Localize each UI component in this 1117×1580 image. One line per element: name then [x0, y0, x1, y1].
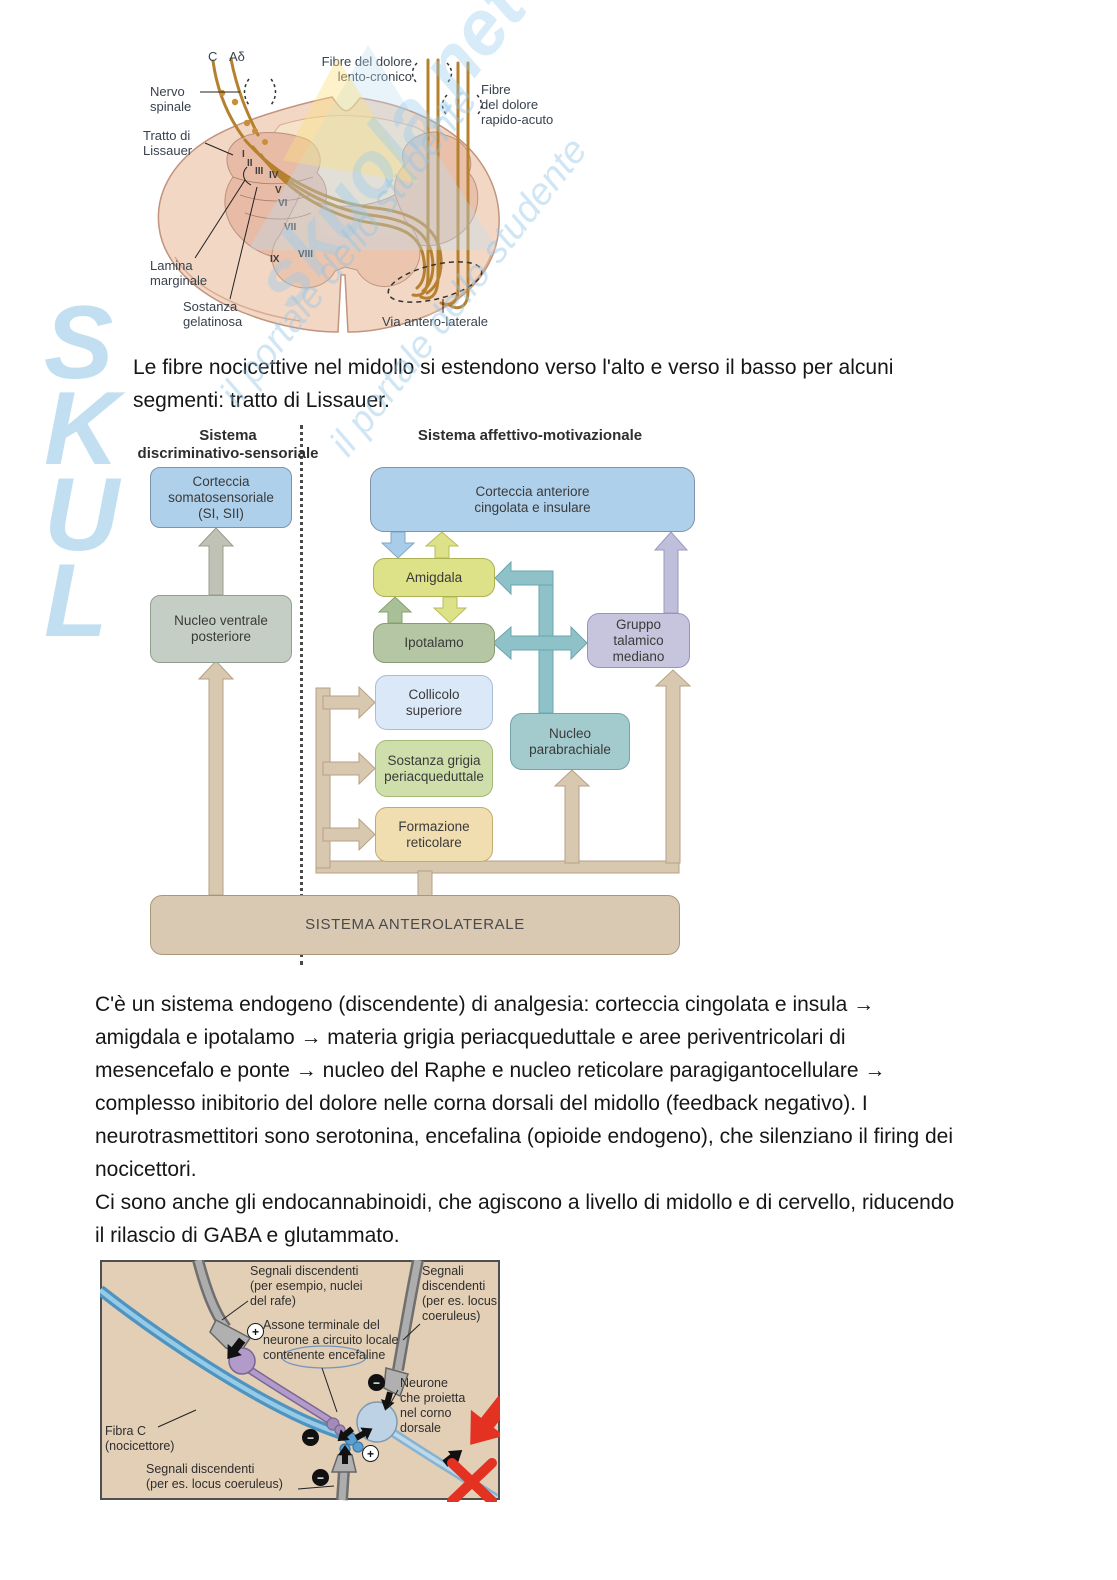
anterolateral-arrows	[197, 660, 692, 898]
box-medial-thalamic-group: Gruppo talamico mediano	[587, 613, 690, 668]
thalamic-group-to-cortex-arrow	[653, 531, 689, 614]
tratto-lissauer-label: Tratto di Lissauer	[143, 128, 193, 158]
plus-icon: +	[362, 1445, 379, 1462]
fiber-adelta-label: Aδ	[229, 49, 245, 64]
box-amygdala: Amigdala	[373, 558, 495, 597]
header-affective-system: Sistema affettivo-motivazionale	[417, 427, 643, 444]
parabrachial-arrows	[492, 560, 588, 714]
enkephalin-interneuron	[228, 1347, 346, 1436]
sostanza-gelatinosa-label: Sostanza gelatinosa	[183, 299, 243, 329]
via-anterolaterale-label: Via antero-laterale	[382, 314, 488, 329]
blocked-signal-x-icon	[447, 1458, 497, 1506]
svg-text:V: V	[275, 185, 282, 196]
spinal-cord-drawing: I II III IV V VI VII VIII IX	[157, 57, 500, 333]
rafe-signals-label: Segnali discendenti (per esempio, nuclei…	[250, 1264, 363, 1308]
anterolateral-dashed-ellipse	[387, 261, 483, 303]
enkephalin-ellipse	[281, 1345, 367, 1369]
header-discriminative-system: Sistema discriminativo-sensoriale	[137, 427, 319, 462]
svg-text:VII: VII	[284, 222, 296, 233]
plus-icon: +	[247, 1323, 264, 1340]
cord-rim	[174, 254, 492, 322]
thalamus-to-cortex-arrow	[197, 527, 235, 596]
fibre-lento-label: Fibre del dolore lento-cronico	[321, 54, 412, 84]
box-ventral-posterior-nucleus: Nucleo ventrale posteriore	[150, 595, 292, 663]
minus-icon: −	[302, 1429, 319, 1446]
locus-bottom-label: Segnali discendenti (per es. locus coeru…	[146, 1462, 283, 1491]
lamina-marginale-label: Lamina marginale	[150, 258, 208, 288]
box-periaqueductal-gray: Sostanza grigia periacqueduttale	[375, 740, 493, 797]
projection-neuron-label: Neurone che proietta nel corno dorsale	[400, 1376, 466, 1435]
pain-pathways-flowchart: Sistema discriminativo-sensoriale Sistem…	[130, 425, 715, 970]
box-somatosensory-cortex: Corteccia somatosensoriale (SI, SII)	[150, 467, 292, 528]
leader-lines	[194, 91, 444, 313]
svg-text:VIII: VIII	[298, 249, 313, 260]
box-parabrachial-nucleus: Nucleo parabrachiale	[510, 713, 630, 770]
cortex-to-amygdala-arrow	[380, 531, 416, 559]
svg-text:I: I	[242, 149, 245, 160]
bar-anterolateral-system: SISTEMA ANTEROLATERALE	[150, 895, 680, 955]
fiber-varicosities	[218, 89, 268, 145]
figure-leader-lines	[157, 1300, 421, 1490]
body-text-line: nocicettori.	[95, 1158, 197, 1181]
minus-icon: −	[368, 1374, 385, 1391]
svg-text:III: III	[255, 166, 264, 177]
svg-text:IV: IV	[269, 170, 279, 181]
descending-signals-drawing	[96, 1258, 512, 1506]
local-circuit-axon-label: Assone terminale del neurone a circuito …	[263, 1318, 399, 1362]
spinal-cord-figure: I II III IV V VI VII VIII IX C Aδ Nervo …	[95, 45, 553, 337]
body-text-line: segmenti: tratto di Lissauer.	[133, 389, 390, 412]
svg-text:IX: IX	[270, 254, 280, 265]
fibre-rapido-label: Fibre del dolore rapido-acuto	[481, 82, 554, 127]
descending-signals-figure: Segnali discendenti (per esempio, nuclei…	[96, 1258, 512, 1506]
body-text-line: il rilascio di GABA e glutammato.	[95, 1224, 400, 1247]
nervo-spinale-label: Nervo spinale	[150, 84, 192, 114]
body-text-line: C'è un sistema endogeno (discendente) di…	[95, 993, 875, 1016]
body-text-line: complesso inibitorio del dolore nelle co…	[95, 1092, 868, 1115]
box-reticular-formation: Formazione reticolare	[375, 807, 493, 862]
svg-text:VI: VI	[278, 198, 288, 209]
minus-icon: −	[312, 1469, 329, 1486]
locus-coeruleus-fiber	[383, 1258, 424, 1398]
body-text-line: mesencefalo e ponte → nucleo del Raphe e…	[95, 1059, 886, 1082]
box-hypothalamus: Ipotalamo	[373, 623, 495, 663]
amygdala-to-cortex-arrow	[424, 531, 460, 559]
body-text-line: Ci sono anche gli endocannabinoidi, che …	[95, 1191, 955, 1214]
body-text-line: neurotrasmettitori sono serotonina, ence…	[95, 1125, 954, 1148]
fiber-c-label: C	[208, 49, 218, 64]
body-text-line: amigdala e ipotalamo → materia grigia pe…	[95, 1026, 846, 1049]
body-text-line: Le fibre nocicettive nel midollo si este…	[133, 356, 894, 379]
paragraph-lissauer: Le fibre nocicettive nel midollo si este…	[133, 351, 893, 417]
watermark-letters: S K U L	[44, 285, 120, 659]
box-superior-colliculus: Collicolo superiore	[375, 675, 493, 730]
amygdala-to-hypothalamus-arrow	[432, 596, 468, 624]
hypothalamus-to-amygdala-arrow	[377, 596, 413, 624]
c-fiber	[96, 1285, 354, 1444]
dashed-braces	[243, 62, 483, 116]
paragraph-analgesia: C'è un sistema endogeno (discendente) di…	[95, 988, 954, 1252]
system-divider-dotted-line	[300, 425, 303, 965]
box-anterior-cingulate-insular-cortex: Corteccia anteriore cingolata e insulare	[370, 467, 695, 532]
laminae-numerals: I II III IV V VI VII VIII IX	[242, 149, 313, 265]
c-fiber-label: Fibra C (nocicettore)	[105, 1424, 175, 1453]
locus-top-label: Segnali discendenti (per es. locus coeru…	[422, 1264, 498, 1323]
flowchart-arrows	[197, 527, 692, 898]
svg-text:II: II	[247, 158, 253, 169]
